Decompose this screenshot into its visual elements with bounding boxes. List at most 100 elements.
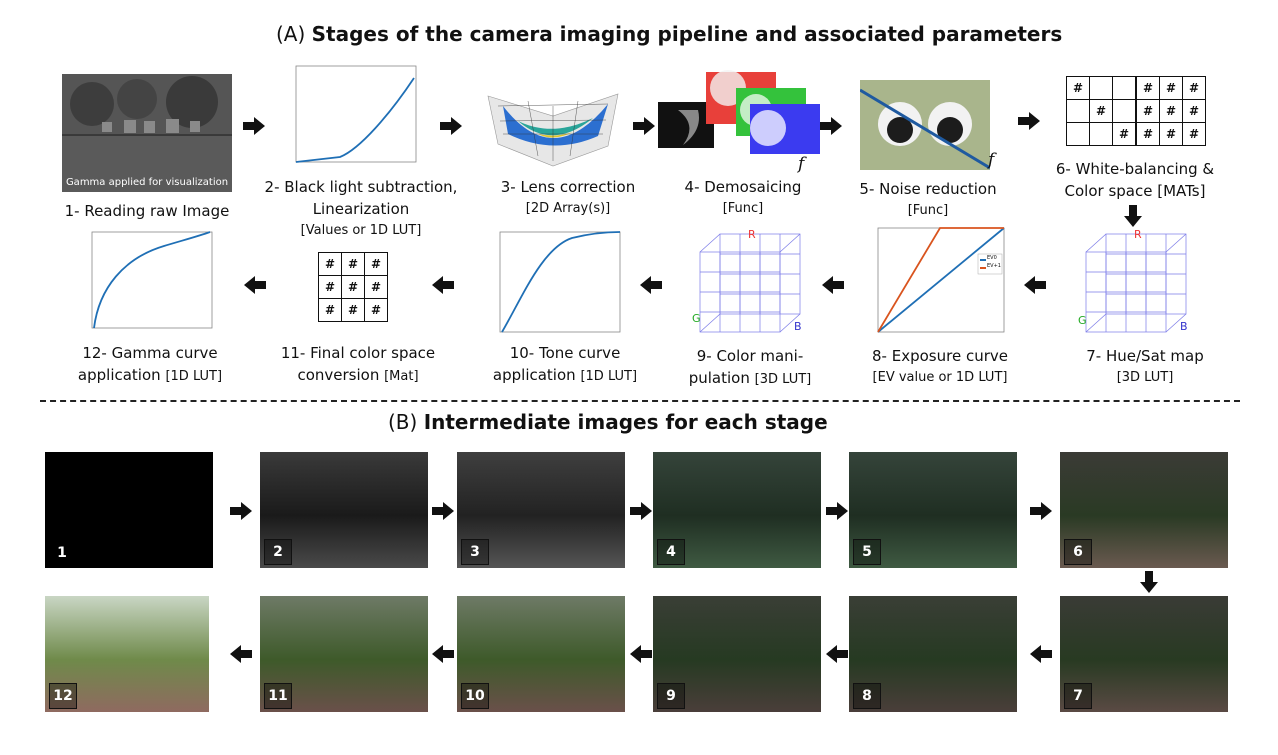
matrix-cell: # xyxy=(341,275,365,299)
arrow-icon xyxy=(1030,502,1052,520)
arrow-icon xyxy=(432,502,454,520)
matrix-cell xyxy=(1066,99,1090,123)
cube-r-label: R xyxy=(1134,228,1142,241)
matrix-cell: # xyxy=(1136,122,1160,146)
intermediate-image-10: 10 xyxy=(457,596,625,712)
stage6-label-2: Color space [MATs] xyxy=(1064,182,1206,200)
stage3-caption: 3- Lens correction [2D Array(s)] xyxy=(468,176,668,220)
stage12-label: 12- Gamma curve xyxy=(82,344,218,362)
matrix-cell: # xyxy=(1159,76,1183,100)
image-number-9: 9 xyxy=(657,683,685,709)
section-divider xyxy=(40,400,1240,402)
arrow-left-icon xyxy=(432,645,454,663)
stage6-caption: 6- White-balancing & Color space [MATs] xyxy=(1035,158,1235,202)
section-b-heading: Intermediate images for each stage xyxy=(423,410,828,434)
matrix-cell xyxy=(1112,99,1136,123)
stage9-color-cube: R G B xyxy=(688,228,818,343)
arrow-icon xyxy=(230,502,252,520)
stage5-label: 5- Noise reduction xyxy=(859,180,997,198)
stage11-caption: 11- Final color space conversion [Mat] xyxy=(258,342,458,388)
intermediate-image-4: 4 xyxy=(653,452,821,568)
matrix-cell: # xyxy=(1159,99,1183,123)
stage7-caption: 7- Hue/Sat map [3D LUT] xyxy=(1060,345,1230,389)
arrow-icon xyxy=(1018,112,1040,130)
intermediate-image-6: 6 xyxy=(1060,452,1228,568)
stage4-demosaic-visual: f xyxy=(658,70,826,180)
cube-r-label: R xyxy=(748,228,756,241)
arrow-left-icon xyxy=(244,276,266,294)
matrix-cell: # xyxy=(1136,76,1160,100)
intermediate-image-2: 2 xyxy=(260,452,428,568)
stage3-lens-surface xyxy=(478,76,628,172)
intermediate-image-12: 12 xyxy=(45,596,209,712)
stage3-label: 3- Lens correction xyxy=(500,178,636,196)
section-a-prefix: (A) xyxy=(276,22,306,46)
stage9-label-2: pulation xyxy=(688,369,750,387)
image-number-5: 5 xyxy=(853,539,881,565)
arrow-left-icon xyxy=(1030,645,1052,663)
matrix-cell: # xyxy=(1182,76,1206,100)
stage4-label: 4- Demosaicing xyxy=(684,178,802,196)
matrix-cell: # xyxy=(1182,122,1206,146)
arrow-left-icon xyxy=(822,276,844,294)
stage4-param: [Func] xyxy=(722,201,764,216)
arrow-icon xyxy=(243,117,265,135)
image-number-11: 11 xyxy=(264,683,292,709)
stage10-label-2: application xyxy=(492,366,576,384)
stage6-color-matrix: ### ### ### xyxy=(1136,76,1206,146)
section-a-title: (A) Stages of the camera imaging pipelin… xyxy=(276,22,1062,46)
matrix-cell xyxy=(1066,122,1090,146)
matrix-cell: # xyxy=(1159,122,1183,146)
matrix-cell: # xyxy=(1112,122,1136,146)
stage11-label-2: conversion xyxy=(297,366,380,384)
stage10-param: [1D LUT] xyxy=(580,369,638,384)
section-b-title: (B) Intermediate images for each stage xyxy=(388,410,828,434)
stage1-caption: 1- Reading raw Image xyxy=(47,200,247,222)
intermediate-image-7: 7 xyxy=(1060,596,1228,712)
stage1-label: 1- Reading raw Image xyxy=(64,202,230,220)
func-symbol: f xyxy=(988,150,995,170)
stage7-hue-sat-cube: R G B xyxy=(1074,228,1204,343)
stage5-noise-visual: f xyxy=(859,80,1010,176)
image-number-3: 3 xyxy=(461,539,489,565)
arrow-down-icon xyxy=(1140,571,1158,593)
arrow-down-icon xyxy=(1124,205,1142,227)
matrix-cell: # xyxy=(364,298,388,322)
matrix-cell: # xyxy=(318,298,342,322)
stage2-label-2: Linearization xyxy=(312,200,410,218)
stage11-label: 11- Final color space xyxy=(280,344,436,362)
arrow-icon xyxy=(820,117,842,135)
matrix-cell: # xyxy=(364,275,388,299)
intermediate-image-9: 9 xyxy=(653,596,821,712)
stage10-caption: 10- Tone curve application [1D LUT] xyxy=(470,342,660,388)
section-a-heading: Stages of the camera imaging pipeline an… xyxy=(311,22,1063,46)
matrix-cell: # xyxy=(318,252,342,276)
stage8-exposure-plot: EV0 EV+1 xyxy=(870,224,1010,338)
arrow-icon xyxy=(440,117,462,135)
matrix-cell: # xyxy=(1136,99,1160,123)
matrix-cell: # xyxy=(364,252,388,276)
stage9-label: 9- Color mani- xyxy=(696,347,804,365)
stage10-label: 10- Tone curve xyxy=(509,344,621,362)
stage8-label: 8- Exposure curve xyxy=(872,347,1008,365)
cube-g-label: G xyxy=(692,312,701,325)
stage6-wb-matrix: # # # xyxy=(1066,76,1136,146)
image-number-4: 4 xyxy=(657,539,685,565)
stage2-linearization-plot xyxy=(290,64,420,168)
stage9-param: [3D LUT] xyxy=(754,372,812,387)
legend-ev0: EV0 xyxy=(987,255,997,261)
gamma-overlay-note: Gamma applied for visualization xyxy=(65,177,229,188)
stage5-caption: 5- Noise reduction [Func] xyxy=(838,178,1018,222)
stage12-param: [1D LUT] xyxy=(165,369,223,384)
stage8-caption: 8- Exposure curve [EV value or 1D LUT] xyxy=(845,345,1035,389)
image-number-7: 7 xyxy=(1064,683,1092,709)
stage5-param: [Func] xyxy=(907,203,949,218)
stage12-gamma-curve-plot xyxy=(84,228,216,334)
stage2-param: [Values or 1D LUT] xyxy=(300,223,422,238)
stage12-label-2: application xyxy=(77,366,161,384)
matrix-cell xyxy=(1089,122,1113,146)
arrow-left-icon xyxy=(432,276,454,294)
matrix-cell: # xyxy=(341,298,365,322)
stage9-caption: 9- Color mani- pulation [3D LUT] xyxy=(660,345,840,391)
arrow-left-icon xyxy=(230,645,252,663)
